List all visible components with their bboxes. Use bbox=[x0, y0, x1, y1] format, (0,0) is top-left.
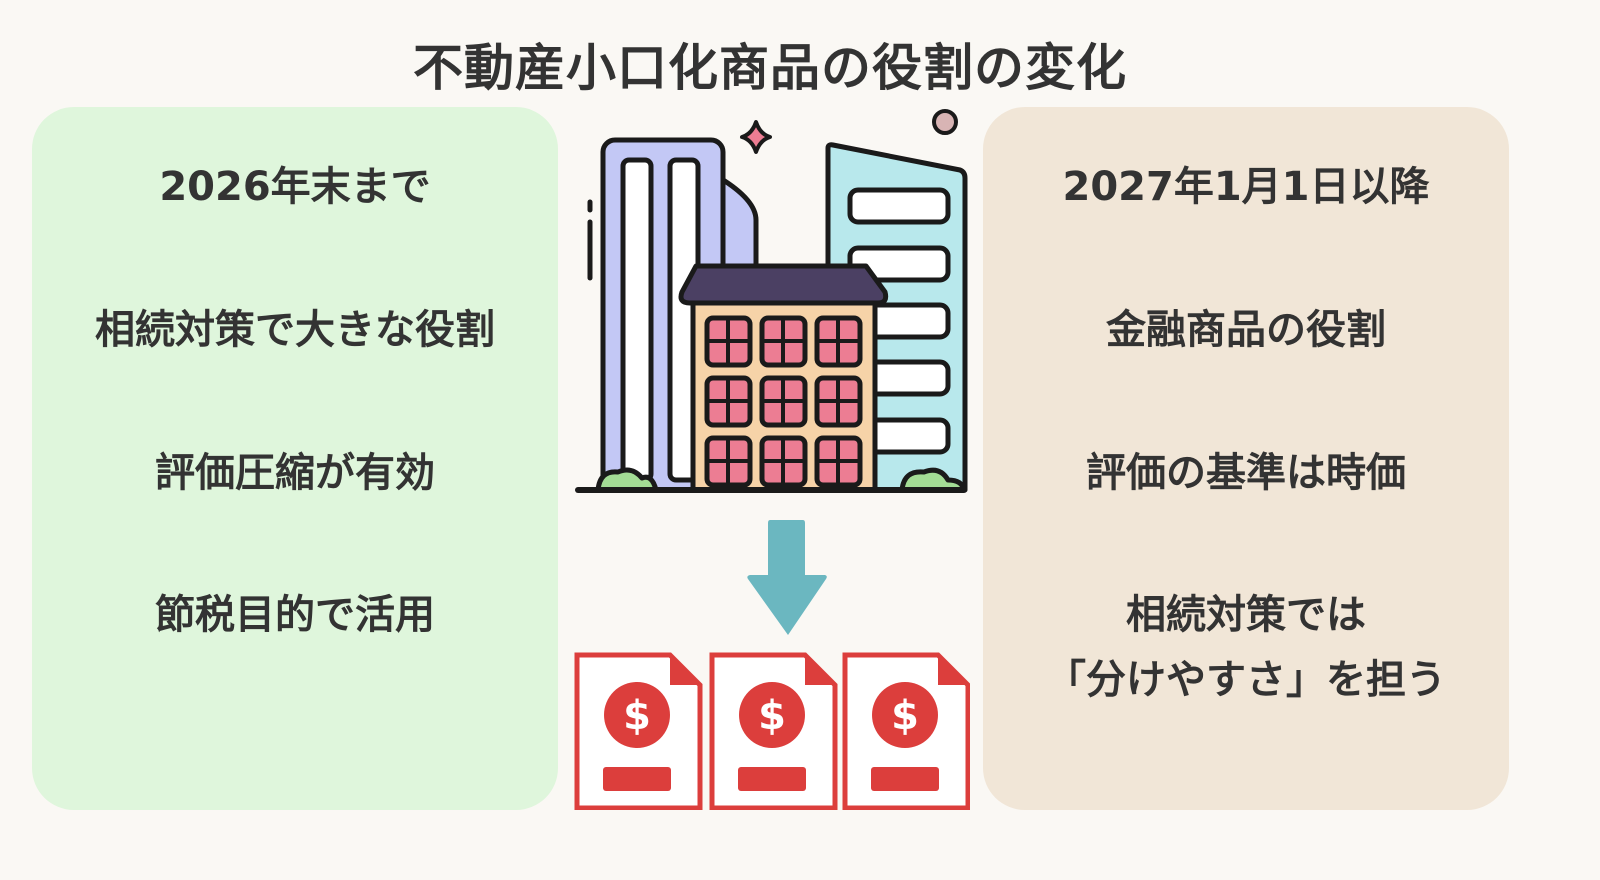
before-point: 節税目的で活用 bbox=[155, 592, 435, 638]
dollar-document-icon: $ bbox=[842, 652, 970, 810]
sparkle-icon bbox=[740, 120, 772, 154]
svg-text:$: $ bbox=[623, 693, 651, 739]
before-heading: 2026年末まで bbox=[159, 164, 431, 210]
after-point: 金融商品の役割 bbox=[1106, 307, 1386, 353]
after-heading: 2027年1月1日以降 bbox=[1062, 164, 1430, 210]
after-point: 評価の基準は時価 bbox=[1086, 450, 1406, 496]
arrow-down-icon bbox=[747, 520, 827, 635]
dollar-document-icon: $ bbox=[709, 652, 838, 810]
svg-text:$: $ bbox=[891, 693, 919, 739]
after-panel: 2027年1月1日以降 金融商品の役割 評価の基準は時価 相続対策では 「分けや… bbox=[983, 107, 1509, 810]
buildings-icon bbox=[575, 137, 968, 493]
dot-icon bbox=[932, 109, 958, 135]
buildings-to-documents-illustration: $ $ $ bbox=[574, 109, 970, 810]
page-title: 不動産小口化商品の役割の変化 bbox=[413, 39, 1127, 97]
before-point: 相続対策で大きな役割 bbox=[95, 307, 495, 353]
after-point: 「分けやすさ」を担う bbox=[1046, 657, 1446, 703]
document-icons: $ $ $ bbox=[574, 652, 970, 810]
before-panel: 2026年末まで 相続対策で大きな役割 評価圧縮が有効 節税目的で活用 bbox=[32, 107, 558, 810]
before-point: 評価圧縮が有効 bbox=[155, 450, 435, 496]
svg-text:$: $ bbox=[758, 693, 786, 739]
after-point: 相続対策では bbox=[1126, 592, 1366, 638]
dollar-document-icon: $ bbox=[574, 652, 703, 810]
